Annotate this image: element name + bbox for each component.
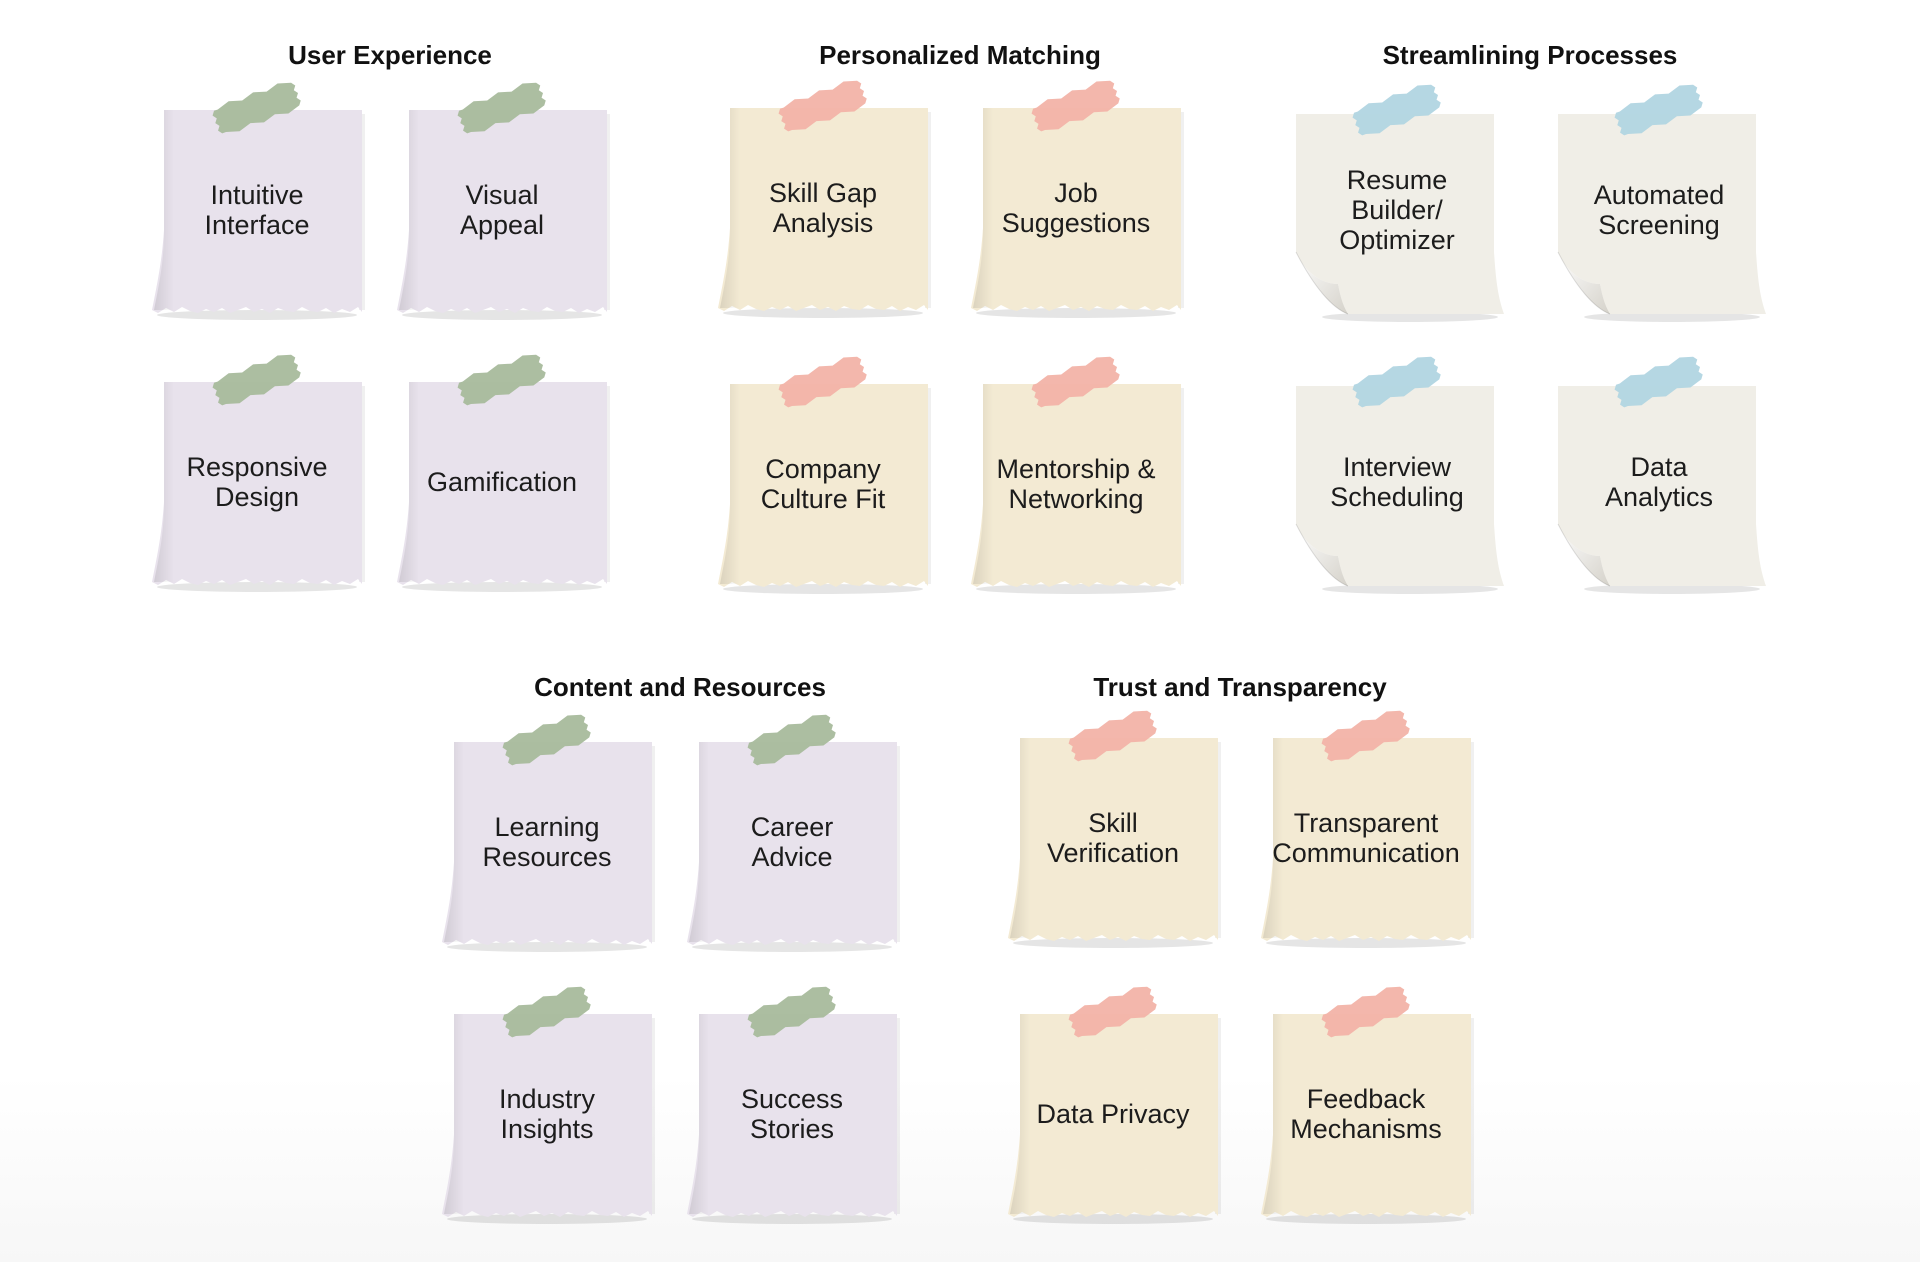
washi-tape — [1068, 710, 1157, 762]
washi-tape — [778, 356, 867, 408]
note-label: Learning Resources — [482, 812, 612, 872]
note-paper — [442, 1014, 655, 1224]
note-paper — [971, 108, 1184, 318]
sticky-note[interactable]: Mentorship & Networking — [971, 356, 1184, 594]
group-title: Content and Resources — [534, 672, 826, 702]
note-label: Intuitive Interface — [204, 180, 310, 240]
group-title: User Experience — [288, 40, 492, 70]
sticky-note[interactable]: Responsive Design — [152, 354, 365, 592]
note-label: Gamification — [426, 467, 578, 497]
sticky-note[interactable]: Skill Gap Analysis — [718, 80, 931, 318]
group-content-and-resources: Content and Resources Learning Resources… — [420, 632, 940, 1252]
note-label: Responsive Design — [186, 452, 328, 512]
washi-tape — [502, 714, 591, 766]
washi-tape — [1321, 710, 1410, 762]
note-paper — [152, 110, 365, 320]
washi-tape — [747, 986, 836, 1038]
sticky-note[interactable]: Resume Builder/ Optimizer — [1292, 84, 1504, 322]
group-title: Personalized Matching — [819, 40, 1101, 70]
note-label: Skill Verification — [1046, 808, 1180, 868]
note-paper — [1557, 114, 1766, 322]
note-label: Resume Builder/ Optimizer — [1339, 165, 1455, 255]
washi-tape — [1614, 356, 1703, 408]
washi-tape — [457, 82, 546, 134]
note-paper — [1295, 386, 1504, 594]
note-paper — [442, 742, 655, 952]
sticky-note[interactable]: Skill Verification — [1008, 710, 1221, 948]
note-paper — [1261, 738, 1474, 948]
group-streamlining-processes: Streamlining Processes Resume Builder/ O… — [1270, 0, 1790, 620]
group-title: Streamlining Processes — [1382, 40, 1678, 70]
sticky-note[interactable]: Intuitive Interface — [152, 82, 365, 320]
sticky-note[interactable]: Data Analytics — [1554, 356, 1766, 594]
note-paper — [397, 110, 610, 320]
group-personalized-matching: Personalized Matching Skill Gap Analysis… — [700, 0, 1220, 620]
washi-tape — [1321, 986, 1410, 1038]
washi-tape — [1352, 356, 1441, 408]
note-label: Industry Insights — [498, 1084, 596, 1144]
sticky-note[interactable]: Industry Insights — [442, 986, 655, 1224]
sticky-note[interactable]: Career Advice — [687, 714, 900, 952]
note-paper — [1557, 386, 1766, 594]
group-trust-and-transparency: Trust and Transparency Skill Verificatio… — [980, 632, 1500, 1252]
sticky-note[interactable]: Data Privacy — [1008, 986, 1221, 1224]
group-user-experience: User Experience Intuitive Interface Visu… — [130, 0, 650, 620]
sticky-note[interactable]: Automated Screening — [1554, 84, 1766, 322]
note-label: Automated Screening — [1593, 180, 1725, 240]
note-label: Data Analytics — [1604, 452, 1714, 512]
note-paper — [1008, 738, 1221, 948]
washi-tape — [1031, 80, 1120, 132]
note-paper — [971, 384, 1184, 594]
washi-tape — [212, 354, 301, 406]
sticky-note[interactable]: Transparent Communication — [1261, 710, 1474, 948]
group-title: Trust and Transparency — [1093, 672, 1387, 702]
note-label: Success Stories — [740, 1084, 844, 1144]
washi-tape — [747, 714, 836, 766]
note-label: Feedback Mechanisms — [1290, 1084, 1442, 1144]
note-label: Interview Scheduling — [1330, 452, 1464, 512]
note-paper — [718, 108, 931, 318]
sticky-note[interactable]: Learning Resources — [442, 714, 655, 952]
sticky-note[interactable]: Job Suggestions — [971, 80, 1184, 318]
note-label: Skill Gap Analysis — [768, 178, 878, 238]
note-label: Career Advice — [750, 812, 834, 872]
washi-tape — [778, 80, 867, 132]
note-paper — [152, 382, 365, 592]
washi-tape — [457, 354, 546, 406]
note-label: Visual Appeal — [459, 180, 545, 240]
washi-tape — [1352, 84, 1441, 136]
sticky-note[interactable]: Gamification — [397, 354, 610, 592]
sticky-note[interactable]: Company Culture Fit — [718, 356, 931, 594]
washi-tape — [1031, 356, 1120, 408]
note-paper — [687, 742, 900, 952]
sticky-note[interactable]: Feedback Mechanisms — [1261, 986, 1474, 1224]
note-paper — [718, 384, 931, 594]
washi-tape — [212, 82, 301, 134]
note-label: Mentorship & Networking — [996, 454, 1156, 514]
note-paper — [397, 382, 610, 592]
washi-tape — [1614, 84, 1703, 136]
note-label: Job Suggestions — [1001, 178, 1151, 238]
washi-tape — [1068, 986, 1157, 1038]
sticky-note[interactable]: Visual Appeal — [397, 82, 610, 320]
note-paper — [1008, 1014, 1221, 1224]
sticky-note[interactable]: Interview Scheduling — [1292, 356, 1504, 594]
note-paper — [1295, 114, 1504, 322]
note-label: Transparent Communication — [1272, 808, 1460, 868]
note-paper — [687, 1014, 900, 1224]
note-paper — [1261, 1014, 1474, 1224]
sticky-note[interactable]: Success Stories — [687, 986, 900, 1224]
note-label: Data Privacy — [1036, 1099, 1190, 1129]
note-label: Company Culture Fit — [760, 454, 886, 514]
washi-tape — [502, 986, 591, 1038]
